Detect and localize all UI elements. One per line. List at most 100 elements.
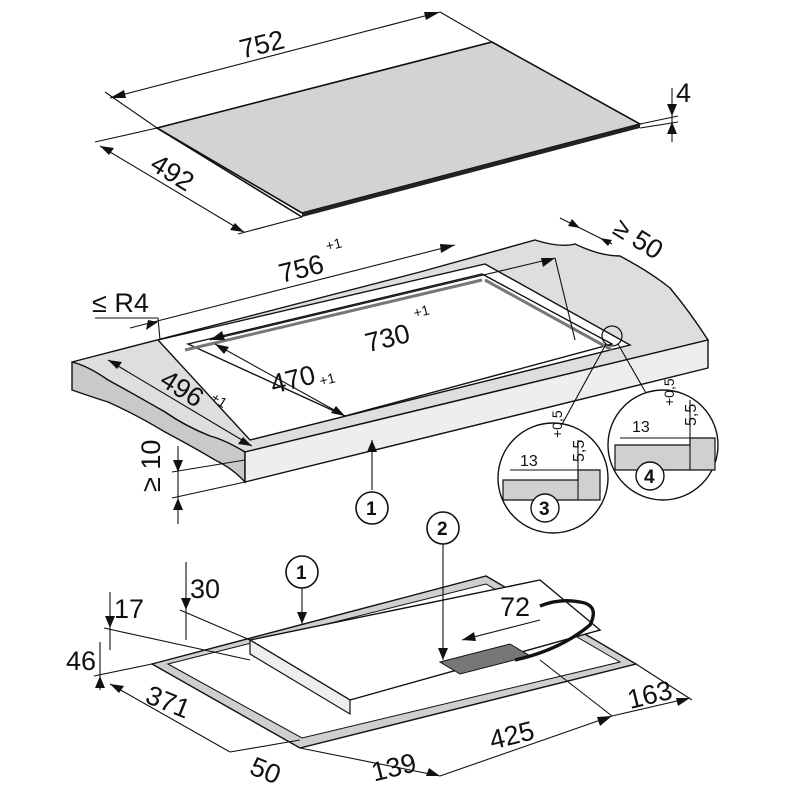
arrow-756-left <box>146 320 158 330</box>
arrow-46-bottom <box>95 676 105 688</box>
hob-housing-front <box>249 638 351 716</box>
arrow-425-right <box>597 716 612 726</box>
dim-72-label: 72 <box>500 592 530 622</box>
arrow-4-bottom <box>667 122 677 134</box>
arrow-752-right <box>424 12 440 20</box>
dim-30-ext <box>179 609 251 641</box>
detail-4: 13 5,5 +0,5 4 <box>607 378 719 501</box>
dim-425-label: 425 <box>486 715 537 755</box>
hob-underside-group: 1 2 30 17 46 72 371 50 <box>66 511 693 790</box>
dim-492-label: 492 <box>145 148 199 197</box>
dim-470-line <box>214 343 346 417</box>
dim-752-ext-right <box>439 11 493 43</box>
dim-492-ext-bottom <box>237 216 303 235</box>
dim-425-ext <box>539 659 613 717</box>
glass-panel <box>154 41 643 214</box>
arrow-730-left <box>210 331 225 340</box>
dim-496-line <box>107 359 253 447</box>
detail-marker-circle <box>601 325 623 347</box>
dim-139-line <box>299 747 441 777</box>
cutout-inner-shadow-top <box>184 278 483 352</box>
callout-1-top-number: 1 <box>366 499 377 520</box>
dim-17-ext <box>103 627 251 661</box>
dim-756-line <box>129 244 456 329</box>
r4-label: ≤ R4 <box>92 288 149 318</box>
callout-1-bottom-number: 1 <box>296 563 307 584</box>
arrow-72-left <box>462 632 476 641</box>
arrow-163-right <box>676 698 690 706</box>
dim-50b-label: 50 <box>246 751 285 790</box>
dim-492-line <box>99 145 245 233</box>
arrow-4-top <box>667 104 677 116</box>
dim-492-ext-top <box>94 127 158 143</box>
detail-3-circle <box>497 422 609 534</box>
arrow-492-top <box>100 146 114 155</box>
dim-46-ext <box>93 663 153 677</box>
dim-4-label: 4 <box>676 78 691 108</box>
dim-163-ext <box>635 663 693 701</box>
arrow-50-b <box>600 238 612 246</box>
detail-leader-4 <box>617 343 651 401</box>
callout-2-arrow <box>438 648 448 660</box>
dim-425-line <box>439 715 613 777</box>
arrow-371-top <box>110 684 124 693</box>
dim-139-label: 139 <box>368 747 419 787</box>
dim-50b-line <box>229 739 301 753</box>
svg-text:+1: +1 <box>208 389 230 411</box>
dim-730-ext <box>554 257 576 341</box>
dim-10-ext-top <box>171 459 246 473</box>
arrow-470-bottom <box>331 406 345 416</box>
arrow-752-left <box>110 90 126 98</box>
arrow-470-top <box>215 344 229 354</box>
worktop-group: 756 +1 ≥ 50 ≤ R4 730 +1 470 +1 <box>71 212 710 525</box>
arrow-10-bottom <box>173 498 183 510</box>
arrow-10-top <box>173 460 183 472</box>
arrow-30-top <box>181 598 191 610</box>
detail-4-55-label: 5,5 <box>683 404 700 426</box>
arrow-496-top <box>108 360 122 369</box>
dim-371-line <box>109 683 231 753</box>
glass-panel-left-edge <box>156 127 303 218</box>
detail-4-number: 4 <box>644 467 655 488</box>
dim-752-line <box>109 11 441 99</box>
worktop-front-long-face <box>244 339 709 483</box>
arrow-756-right <box>440 244 455 253</box>
arrow-17-top <box>105 616 115 628</box>
dim-17-label: 17 <box>114 594 144 624</box>
r4-leader-down <box>157 317 161 341</box>
dim-371-label: 371 <box>142 680 195 725</box>
detail-4-13-label: 13 <box>632 419 650 436</box>
svg-text:+1: +1 <box>412 301 432 320</box>
svg-text:+1: +1 <box>324 234 344 253</box>
svg-text:+1: +1 <box>318 369 338 388</box>
detail-3-tol-label: +0,5 <box>549 410 565 438</box>
detail-4-tol-label: +0,5 <box>661 378 677 406</box>
dim-163-label: 163 <box>624 675 675 715</box>
detail-3: 13 5,5 +0,5 3 <box>497 410 609 534</box>
dim-752-label: 752 <box>236 24 287 64</box>
callout-1-top-arrow <box>367 440 377 452</box>
mains-cable <box>514 598 595 662</box>
cutout-inner-shadow-right <box>484 278 613 352</box>
dim-46-label: 46 <box>66 646 96 676</box>
detail-3-badge <box>530 493 560 523</box>
arrow-50-a <box>568 219 580 228</box>
detail-3-55-label: 5,5 <box>571 440 588 462</box>
glass-panel-edge <box>302 124 640 217</box>
dim-10-ext-bottom <box>171 481 246 499</box>
cutout-inner <box>185 273 614 417</box>
arrow-139-right <box>426 768 440 776</box>
glass-panel-group: 752 492 4 <box>94 11 691 235</box>
dim-10-label: ≥ 10 <box>136 440 166 492</box>
detail-3-number: 3 <box>539 499 550 520</box>
detail-leader-3 <box>559 343 607 429</box>
callout-1-top-circle <box>355 491 389 525</box>
dim-756-label: 756 +1 <box>276 234 344 289</box>
dim-30-label: 30 <box>190 574 220 604</box>
callout-1-bottom-arrow <box>297 612 307 624</box>
svg-text:756: 756 <box>276 249 327 289</box>
callout-2-number: 2 <box>437 519 448 540</box>
arrow-496-bottom <box>238 437 252 446</box>
dim-730-line <box>209 257 556 341</box>
